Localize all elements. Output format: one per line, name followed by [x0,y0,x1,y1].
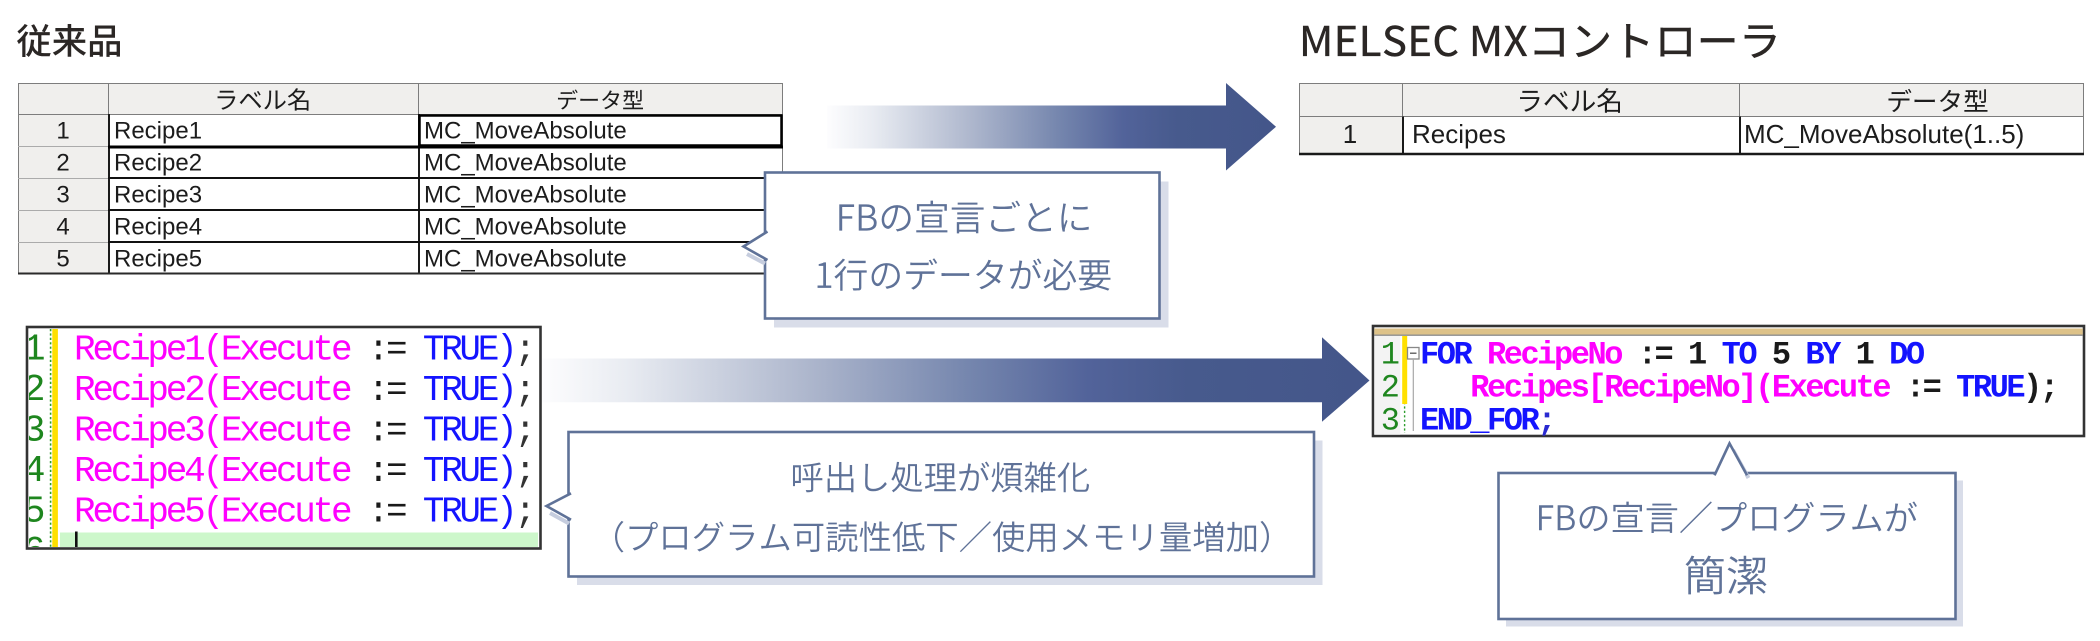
svg-text:MC_MoveAbsolute: MC_MoveAbsolute [424,214,627,241]
svg-text:2: 2 [23,369,46,412]
svg-text:Recipe1(Execute := TRUE);: Recipe1(Execute := TRUE); [74,330,533,371]
svg-text:Recipe4: Recipe4 [114,214,202,241]
svg-text:END_FOR;: END_FOR; [1420,403,1554,440]
svg-text:Recipe3: Recipe3 [114,182,202,209]
svg-text:Recipe2(Execute := TRUE);: Recipe2(Execute := TRUE); [74,370,533,411]
svg-text:6: 6 [23,531,46,574]
svg-text:4: 4 [23,450,46,493]
svg-text:5: 5 [23,491,46,534]
svg-text:Recipe2: Recipe2 [114,150,202,177]
svg-text:MC_MoveAbsolute: MC_MoveAbsolute [424,118,627,145]
svg-text:MC_MoveAbsolute: MC_MoveAbsolute [424,246,627,273]
svg-text:Recipe3(Execute := TRUE);: Recipe3(Execute := TRUE); [74,411,533,452]
svg-text:Recipe5(Execute := TRUE);: Recipe5(Execute := TRUE); [74,492,533,533]
svg-text:MC_MoveAbsolute: MC_MoveAbsolute [424,150,627,177]
svg-text:FOR RecipeNo := 1 TO 5 BY 1 DO: FOR RecipeNo := 1 TO 5 BY 1 DO [1420,337,1925,374]
svg-text:1: 1 [23,329,46,372]
svg-text:4: 4 [56,214,69,241]
svg-text:3: 3 [1381,403,1400,440]
svg-text:Recipes: Recipes [1412,119,1506,149]
svg-text:Recipe4(Execute := TRUE);: Recipe4(Execute := TRUE); [74,451,533,492]
svg-text:1: 1 [1343,119,1357,149]
svg-text:MC_MoveAbsolute(1..5): MC_MoveAbsolute(1..5) [1744,119,2024,149]
svg-text:1: 1 [1381,337,1400,374]
svg-text:3: 3 [56,182,69,209]
svg-text:Recipe5: Recipe5 [114,246,202,273]
svg-text:2: 2 [56,150,69,177]
svg-text:Recipes[RecipeNo](Execute := T: Recipes[RecipeNo](Execute := TRUE); [1420,370,2057,407]
svg-text:MC_MoveAbsolute: MC_MoveAbsolute [424,182,627,209]
svg-text:3: 3 [23,410,46,453]
svg-text:Recipe1: Recipe1 [114,118,202,145]
svg-text:5: 5 [56,246,69,273]
svg-text:2: 2 [1381,370,1400,407]
svg-text:1: 1 [56,118,69,145]
